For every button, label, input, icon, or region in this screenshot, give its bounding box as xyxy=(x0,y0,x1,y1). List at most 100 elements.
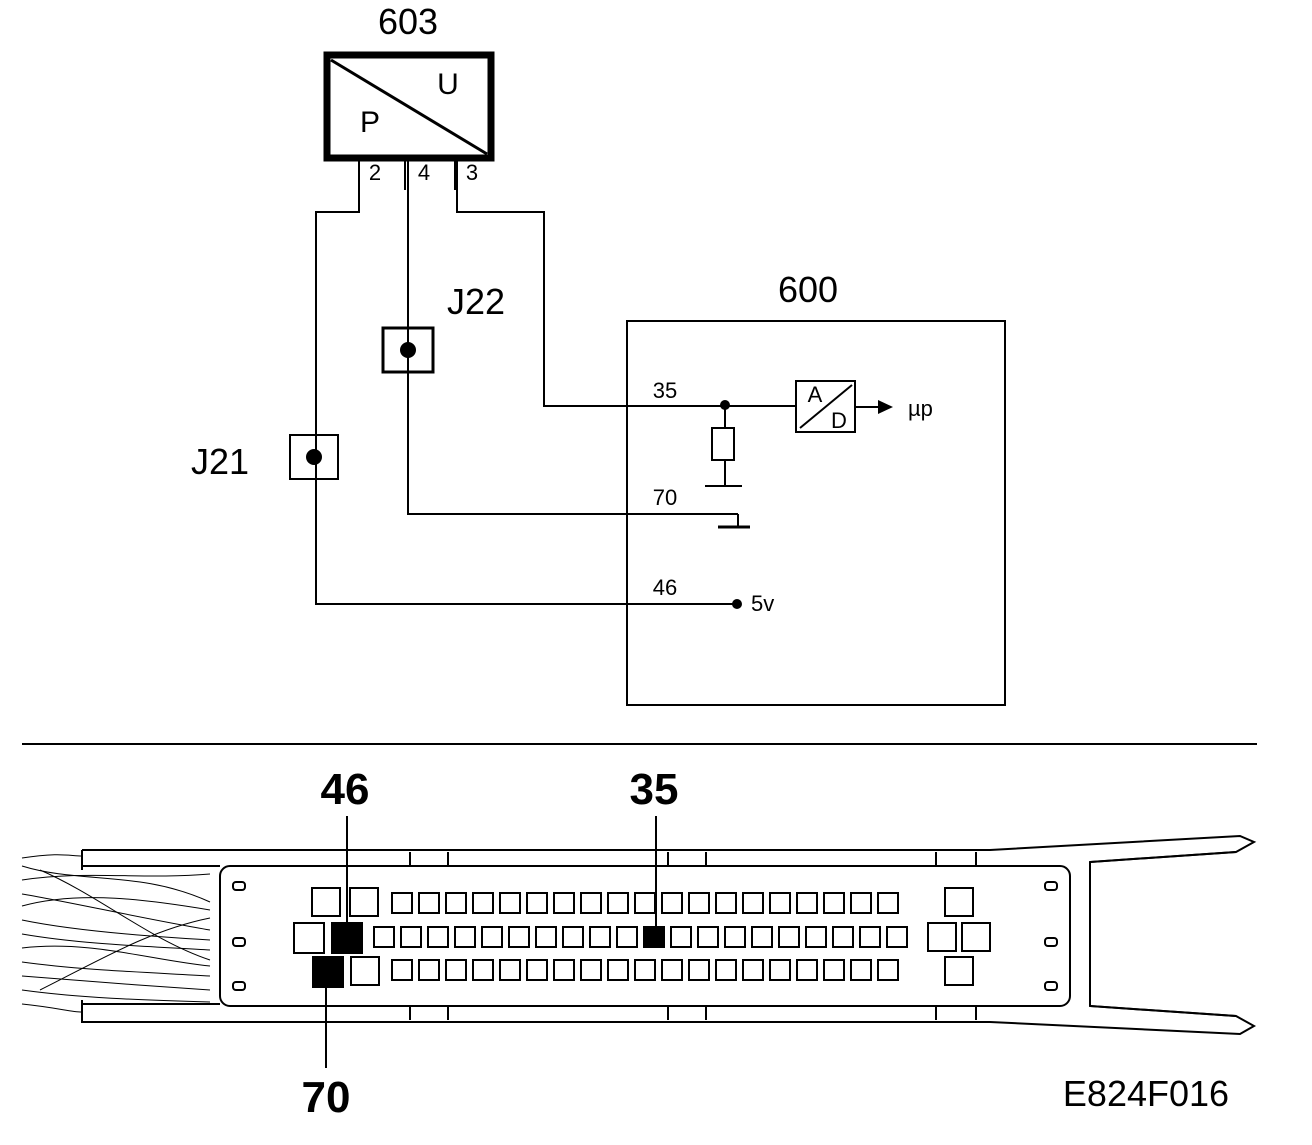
cavity xyxy=(553,959,575,981)
sensor-pin-3: 3 xyxy=(466,160,478,185)
cavity-large xyxy=(961,922,991,952)
pin-cavities xyxy=(293,887,991,988)
cavity xyxy=(607,892,629,914)
cavity xyxy=(859,926,881,948)
cavity xyxy=(580,892,602,914)
cavity xyxy=(778,926,800,948)
cavity-large xyxy=(350,956,380,986)
wires xyxy=(315,158,796,605)
sensor-pin-2: 2 xyxy=(369,160,381,185)
cavity xyxy=(445,959,467,981)
output-arrow xyxy=(878,400,893,414)
ecu-pin-35: 35 xyxy=(653,378,677,403)
ad-label-a: A xyxy=(808,382,823,407)
junction-j21-label: J21 xyxy=(191,441,249,482)
sensor-pin-4: 4 xyxy=(418,160,430,185)
cavity xyxy=(832,926,854,948)
cavity xyxy=(742,959,764,981)
cavity xyxy=(580,959,602,981)
cavity xyxy=(796,959,818,981)
cavity xyxy=(877,892,899,914)
supply-label: 5v xyxy=(751,591,774,616)
sensor-603: 603 U P 2 4 3 xyxy=(323,1,495,190)
cavity-pin-70 xyxy=(312,956,344,988)
cavity xyxy=(373,926,395,948)
cavity-large xyxy=(349,887,379,917)
cavity-large xyxy=(944,887,974,917)
cavity xyxy=(661,959,683,981)
junction-j22-dot xyxy=(400,342,416,358)
cavity xyxy=(751,926,773,948)
cavity xyxy=(499,892,521,914)
cavity xyxy=(391,959,413,981)
cavity xyxy=(823,892,845,914)
cavity xyxy=(391,892,413,914)
cavity xyxy=(850,892,872,914)
ad-label-d: D xyxy=(831,408,847,433)
connector-plate xyxy=(219,865,1071,1007)
cavity xyxy=(670,926,692,948)
cavity xyxy=(535,926,557,948)
cavity xyxy=(526,959,548,981)
cavity xyxy=(454,926,476,948)
ecu-pin-46: 46 xyxy=(653,575,677,600)
cavity xyxy=(481,926,503,948)
cavity xyxy=(850,959,872,981)
cavity xyxy=(697,926,719,948)
cavity-large xyxy=(927,922,957,952)
cavity-pin-35 xyxy=(643,926,665,948)
cavity xyxy=(796,892,818,914)
output-label: µp xyxy=(908,396,933,421)
cavity-large xyxy=(293,922,325,954)
sensor-diagonal xyxy=(330,58,488,156)
cavity xyxy=(769,959,791,981)
supply-node xyxy=(732,599,742,609)
ecu-box xyxy=(626,320,1006,706)
junction-j22: J22 xyxy=(381,281,505,374)
callout-35: 35 xyxy=(630,765,679,814)
cavity xyxy=(589,926,611,948)
cavity xyxy=(400,926,422,948)
junction-j22-label: J22 xyxy=(447,281,505,322)
cavity xyxy=(805,926,827,948)
cavity xyxy=(499,959,521,981)
cavity-large xyxy=(944,956,974,986)
cavity-pin-46 xyxy=(331,922,363,954)
cavity xyxy=(472,959,494,981)
sensor-letter-p: P xyxy=(360,106,380,139)
connector-view: 46 35 70 xyxy=(21,765,1257,1122)
cable-bundle xyxy=(21,854,211,1013)
cavity xyxy=(418,959,440,981)
cavity xyxy=(616,926,638,948)
cavity xyxy=(562,926,584,948)
cavity xyxy=(553,892,575,914)
wire-pin2-to-46 xyxy=(315,158,737,605)
cavity xyxy=(661,892,683,914)
ecu-ref-label: 600 xyxy=(778,269,838,310)
cavity xyxy=(715,959,737,981)
cavity xyxy=(634,892,656,914)
cavity xyxy=(508,926,530,948)
cavity xyxy=(886,926,908,948)
junction-j21-dot xyxy=(306,449,322,465)
callout-70: 70 xyxy=(302,1073,351,1122)
cavity xyxy=(688,892,710,914)
cavity xyxy=(634,959,656,981)
sensor-letter-u: U xyxy=(437,68,459,101)
cavity xyxy=(823,959,845,981)
ecu-600: 600 35 70 46 A D µp 5v xyxy=(626,269,1006,706)
cavity xyxy=(427,926,449,948)
cavity-large xyxy=(311,887,341,917)
figure-code: E824F016 xyxy=(1063,1073,1229,1114)
resistor xyxy=(711,427,735,461)
sensor-ref-label: 603 xyxy=(378,1,438,42)
cavity xyxy=(742,892,764,914)
cavity xyxy=(526,892,548,914)
junction-j21: J21 xyxy=(191,434,339,482)
callout-46: 46 xyxy=(321,765,370,814)
cavity xyxy=(715,892,737,914)
cavity xyxy=(877,959,899,981)
cavity xyxy=(607,959,629,981)
cavity xyxy=(418,892,440,914)
